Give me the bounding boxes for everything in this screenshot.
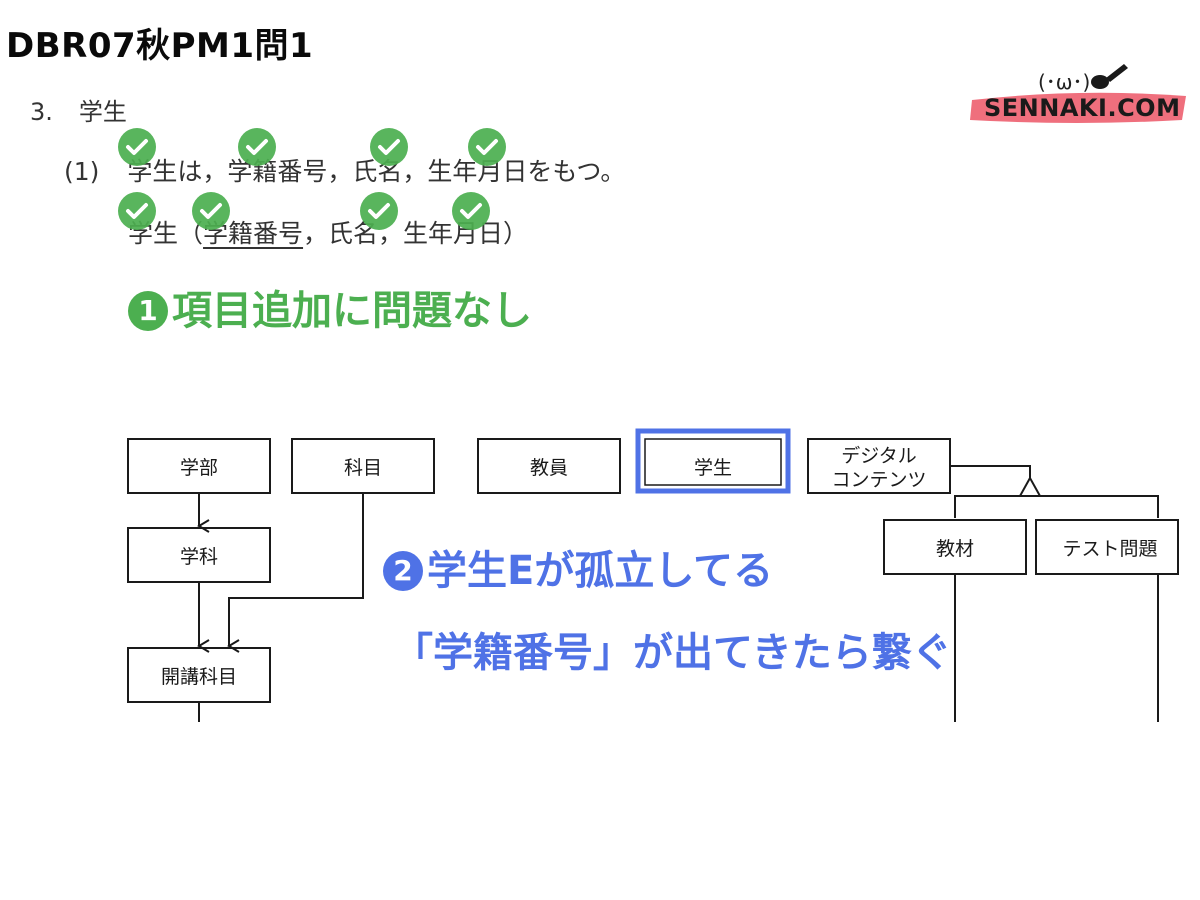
entity-label: 学部 [180,457,218,479]
check-icon [118,192,156,230]
logo-face: (･ω･) [1038,70,1091,94]
check-icon [238,128,276,166]
section-number: 3. [30,98,53,126]
section-title: 学生 [78,98,127,126]
entity-kamoku: 科目 [291,438,435,494]
entity-label: 学科 [180,546,218,568]
entity-kaiko-kamoku: 開講科目 [127,647,271,703]
entity-kyoin: 教員 [477,438,621,494]
annotation-text: 「学籍番号」が出てきたら繋ぐ [393,630,952,676]
number-badge: 1 [128,291,168,331]
entity-label: 教員 [530,457,568,479]
logo-text: SENNAKI.COM [984,94,1181,122]
brand-logo: (･ω･) SENNAKI.COM [968,60,1193,130]
subtype-triangle-icon [1018,475,1042,497]
logo-brush-stroke [970,92,1186,123]
check-icon [452,192,490,230]
item-number: (1) [64,157,100,186]
entity-gakka: 学科 [127,527,271,583]
brush-icon [1091,64,1128,89]
check-icon [360,192,398,230]
relation-kamoku-kaiko [227,493,364,653]
entity-kyozai: 教材 [883,519,1027,575]
annotation-text: 項目追加に問題なし [172,288,532,334]
entity-label: 学生 [694,457,732,479]
entity-test-mondai: テスト問題 [1035,519,1179,575]
requirement-line: (1)学生は，学籍番号，氏名，生年月日をもつ。 [64,152,625,188]
subtype-bar [954,495,1159,518]
entity-digital-contents: デジタル コンテンツ [807,438,951,494]
entity-gakubu: 学部 [127,438,271,494]
number-badge: 2 [383,551,423,591]
entity-label: 教材 [936,538,974,560]
entity-label: テスト問題 [1062,538,1157,560]
entity-label-line2: コンテンツ [831,469,926,491]
check-icon [370,128,408,166]
check-icon [468,128,506,166]
annotation-connect-hint: 「学籍番号」が出てきたら繋ぐ [393,620,952,678]
section-heading: 3. 学生 [30,92,127,127]
supertype-link [950,465,1031,480]
check-icon [192,192,230,230]
entity-label: 科目 [344,457,382,479]
entity-label-line1: デジタル [841,445,917,467]
entity-attributes: ，氏名，生年月日） [303,219,529,248]
entity-gakusei: 学生 [635,428,791,494]
page-title: DBR07秋PM1問1 [6,26,314,66]
annotation-text: 学生Eが孤立してる [427,548,774,594]
check-icon [118,128,156,166]
entity-label: 開講科目 [161,666,237,688]
